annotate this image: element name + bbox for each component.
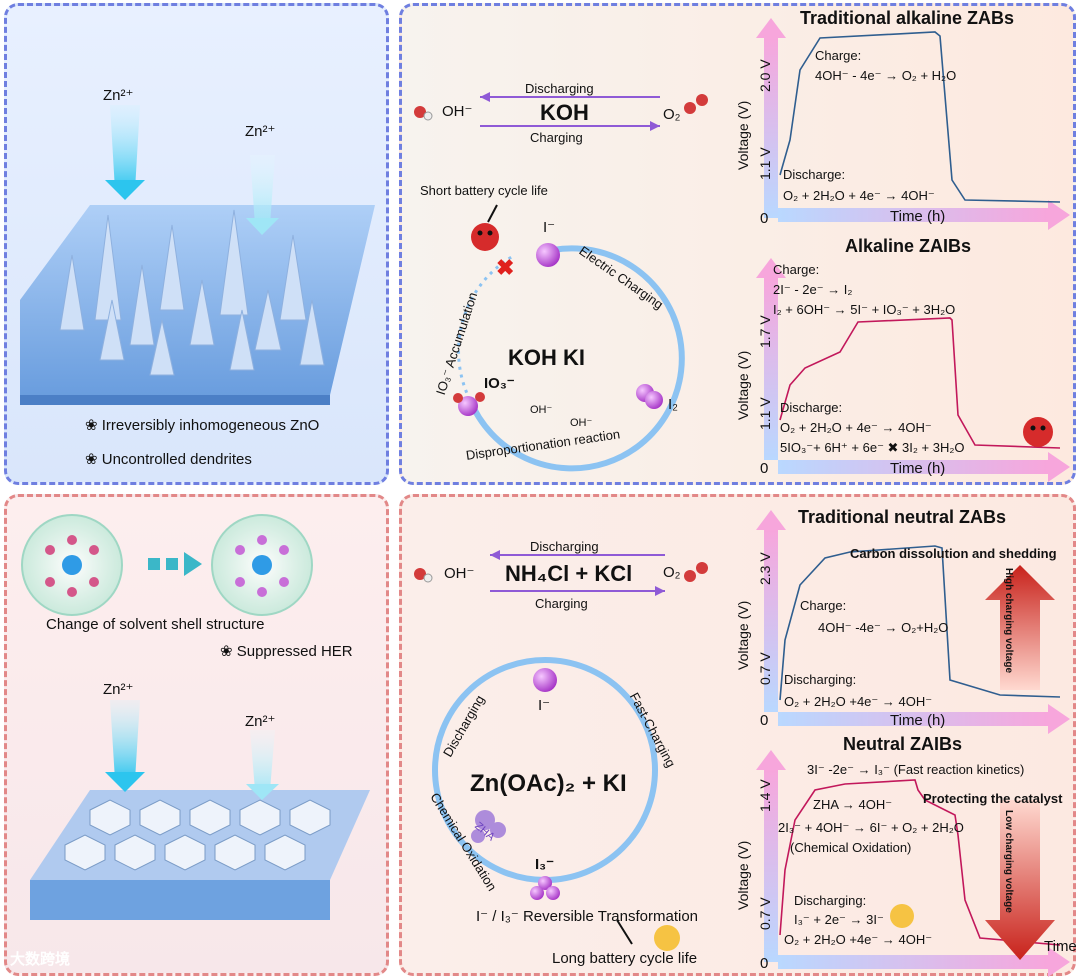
laughing-face-icon: [890, 904, 914, 928]
chart-title: Traditional neutral ZABs: [798, 507, 1007, 527]
oxygen-label: O₂: [663, 106, 681, 123]
watermark: 大数跨境: [10, 951, 71, 968]
y-tick-label: 2.3 V: [757, 552, 773, 585]
chart-title: Neutral ZAIBs: [843, 734, 963, 754]
hydroxide-small-label: OH⁻: [570, 417, 593, 429]
curve-neutral-zaib: [779, 779, 1061, 946]
y-axis-label: Voltage (V): [735, 350, 751, 420]
iodate-label: IO₃⁻: [484, 375, 515, 392]
iodide-label: I⁻: [543, 219, 556, 236]
charge-equation: I₂ + 6OH⁻ → 5I⁻ + IO₃⁻ + 3H₂O: [773, 302, 956, 317]
charge-equation: 4OH⁻ -4e⁻ → O₂+H₂O: [818, 620, 949, 635]
x-axis-label: Time (h): [890, 460, 946, 477]
triiodide-label: I₃⁻: [535, 856, 555, 873]
high-voltage-arrow: [985, 565, 1055, 690]
oxygen-label: O₂: [663, 564, 681, 581]
carbon-label: Carbon dissolution and shedding: [850, 546, 1057, 561]
low-voltage-label: Low charging voltage: [1003, 810, 1014, 913]
curve-alkaline-zaib: [779, 317, 1061, 449]
zn-ion-label: Zn²⁺: [103, 87, 134, 104]
charging-label: Charging: [530, 130, 583, 145]
sad-face-icon: [1023, 417, 1053, 447]
iodide-label: I⁻: [538, 697, 551, 714]
origin-label: 0: [760, 955, 769, 972]
discharge-equation: O₂ + 2H₂O +4e⁻ → 4OH⁻: [784, 932, 933, 947]
low-voltage-arrow: [985, 800, 1055, 960]
solvation-illustration: [21, 514, 370, 920]
cycle-center-label: KOH KI: [508, 345, 585, 370]
shell-caption: Change of solvent shell structure: [46, 616, 265, 633]
bullet-her: ❀ Suppressed HER: [220, 643, 353, 660]
charge-heading: Charge:: [773, 262, 820, 277]
origin-label: 0: [760, 712, 769, 729]
y-axis-label: Voltage (V): [735, 840, 751, 910]
panel-neutral-cathode: [399, 494, 1076, 976]
hydroxide-small-label: OH⁻: [530, 404, 553, 416]
x-axis-label: Time (h): [890, 712, 946, 729]
curve-traditional-alkaline: [779, 31, 1061, 203]
y-axis-label: Voltage (V): [735, 600, 751, 670]
discharge-equation: O₂ + 2H₂O +4e⁻ → 4OH⁻: [784, 694, 933, 709]
dendrite-illustration: [20, 105, 375, 405]
fast-kinetics-equation: 3I⁻ -2e⁻ → I₃⁻ (Fast reaction kinetics): [807, 762, 1025, 777]
charge-equation: 4OH⁻ - 4e⁻ → O₂ + H₂O: [815, 68, 957, 83]
protecting-label: Protecting the catalyst: [923, 791, 1063, 806]
cycle-center-label: Zn(OAc)₂ + KI: [470, 770, 627, 797]
discharge-equation: I₃⁻ + 2e⁻ → 3I⁻: [794, 912, 884, 927]
discharge-heading: Discharging:: [784, 672, 857, 687]
discharging-label: Discharging: [530, 539, 599, 554]
hydroxide-label: OH⁻: [442, 103, 473, 120]
curve-traditional-neutral: [779, 545, 1061, 701]
y-axis-label: Voltage (V): [735, 100, 751, 170]
chart-title: Traditional alkaline ZABs: [800, 8, 1015, 28]
reversible-label: I⁻ / I₃⁻ Reversible Transformation: [476, 908, 699, 925]
short-life-label: Short battery cycle life: [420, 183, 548, 198]
high-voltage-label: High charging voltage: [1003, 568, 1014, 674]
charge-heading: Charge:: [815, 48, 862, 63]
zn-ion-label: Zn²⁺: [245, 123, 276, 140]
y-tick-label: 1.4 V: [757, 779, 773, 812]
y-tick-label: 0.7 V: [757, 897, 773, 930]
bullet-dendrites: ❀ Uncontrolled dendrites: [85, 451, 252, 468]
iodine-label: I₂: [668, 396, 678, 413]
charge-equation: 2I⁻ - 2e⁻ → I₂: [773, 282, 853, 297]
neutral-cycle: [414, 550, 708, 951]
discharge-equation: O₂ + 2H₂O + 4e⁻ → 4OH⁻: [780, 420, 932, 435]
chart-axes: [756, 18, 1070, 977]
y-tick-label: 1.1 V: [757, 147, 773, 180]
bullet-zno: ❀ Irreversibly inhomogeneous ZnO: [85, 417, 320, 434]
chemical-equation: 2I₃⁻ + 4OH⁻ → 6I⁻ + O₂ + 2H₂O: [778, 820, 964, 835]
panel-alkaline-cathode: [399, 3, 1076, 485]
electrolyte-label: NH₄Cl + KCl: [505, 561, 633, 586]
discharge-heading: Discharging:: [794, 893, 867, 908]
discharge-heading: Discharge:: [780, 400, 843, 415]
origin-label: 0: [760, 210, 769, 227]
zha-equation: ZHA → 4OH⁻: [813, 797, 893, 812]
charging-label: Charging: [535, 596, 588, 611]
charge-heading: Charge:: [800, 598, 847, 613]
electrolyte-label: KOH: [540, 100, 589, 125]
y-tick-label: 0.7 V: [757, 652, 773, 685]
discharge-equation: O₂ + 2H₂O + 4e⁻ → 4OH⁻: [783, 188, 935, 203]
y-tick-label: 1.7 V: [757, 315, 773, 348]
y-tick-label: 2.0 V: [757, 59, 773, 92]
long-life-label: Long battery cycle life: [552, 950, 698, 967]
alkaline-cycle: ✖: [414, 92, 708, 472]
discharge-heading: Discharge:: [783, 167, 846, 182]
svg-text:✖: ✖: [496, 255, 514, 280]
discharging-label: Discharging: [525, 81, 594, 96]
x-axis-label-hidden: Time (h): [1044, 938, 1080, 955]
hydroxide-label: OH⁻: [444, 565, 475, 582]
chemical-oxidation-tag: (Chemical Oxidation): [790, 840, 912, 855]
origin-label: 0: [760, 460, 769, 477]
zn-ion-label: Zn²⁺: [245, 713, 276, 730]
x-axis-label: Time (h): [890, 208, 946, 225]
zn-ion-label: Zn²⁺: [103, 681, 134, 698]
y-tick-label: 1.1 V: [757, 397, 773, 430]
chart-title: Alkaline ZAIBs: [845, 236, 972, 256]
discharge-equation: 5IO₃⁻+ 6H⁺ + 6e⁻ ✖ 3I₂ + 3H₂O: [780, 440, 965, 455]
